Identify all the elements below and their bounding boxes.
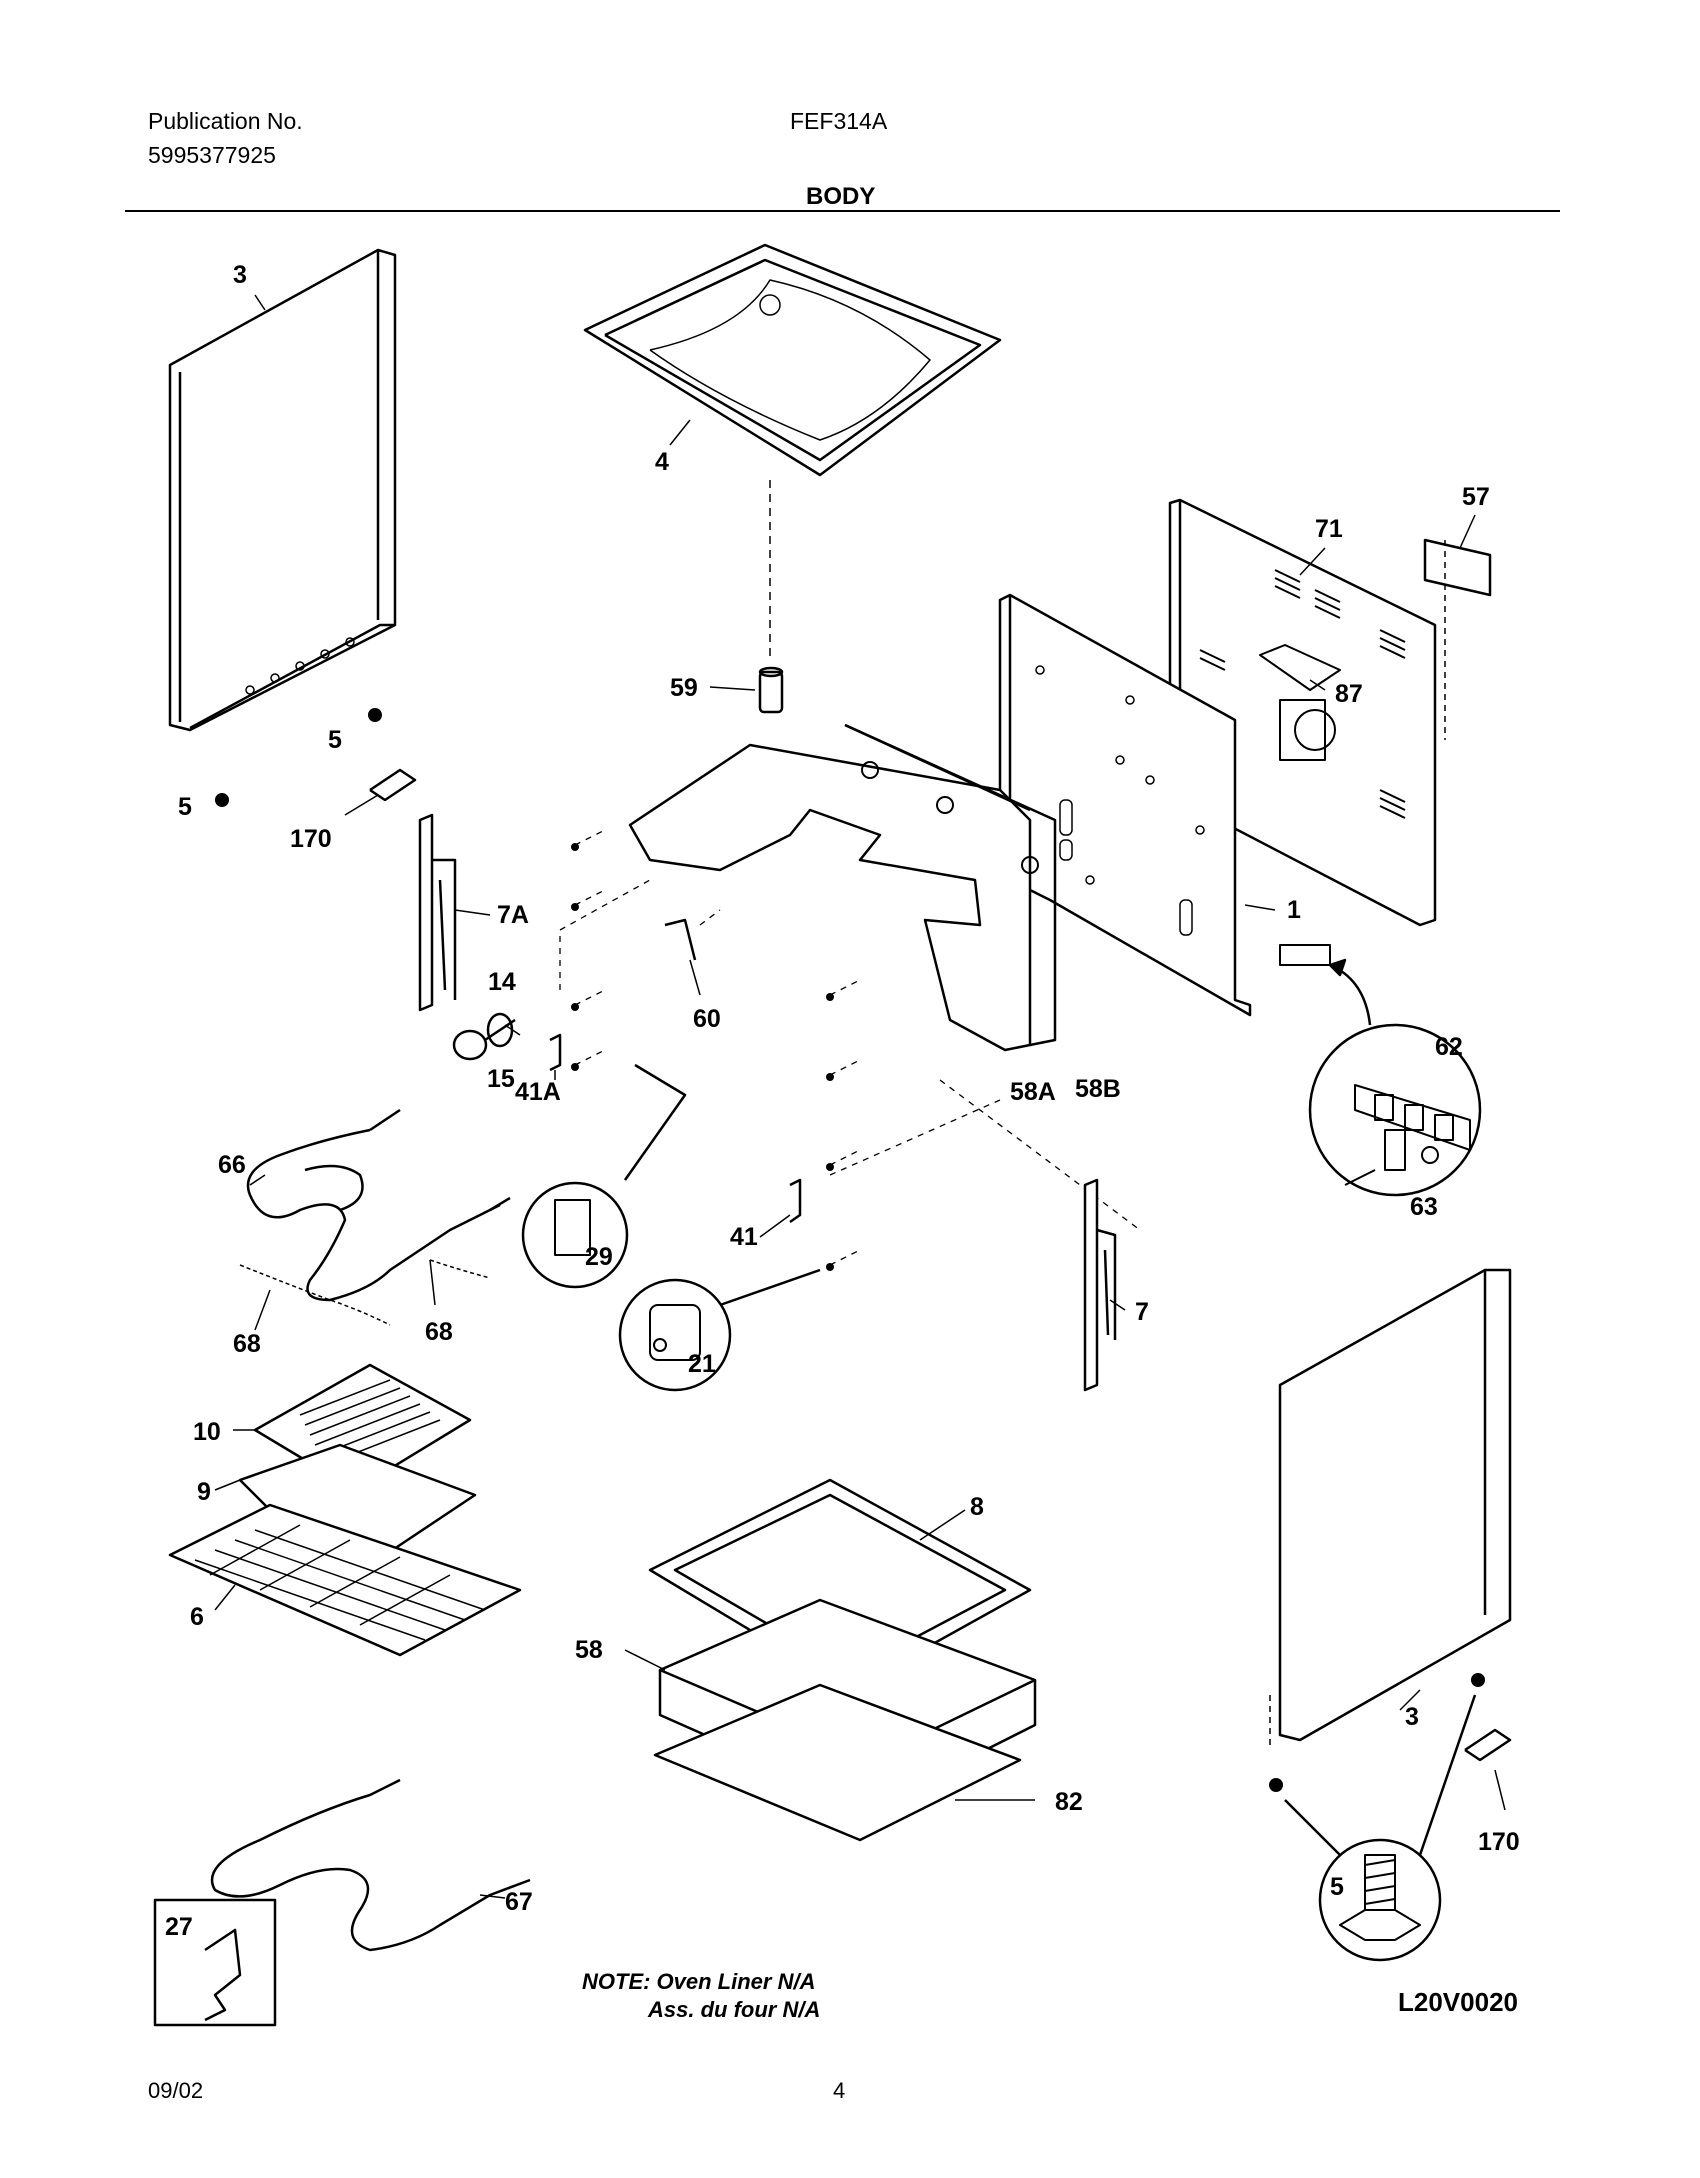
callout-7a: 7A bbox=[497, 901, 529, 929]
cooktop-top-panel bbox=[583, 243, 1002, 477]
terminal-block-small bbox=[1279, 944, 1331, 966]
callout-5-lower: 5 bbox=[178, 793, 192, 821]
callout-57: 57 bbox=[1462, 483, 1490, 511]
callout-27: 27 bbox=[165, 1913, 193, 1941]
insulation-blanket bbox=[628, 723, 1057, 1052]
callout-62: 62 bbox=[1435, 1033, 1463, 1061]
bracket-60 bbox=[664, 918, 697, 961]
header-rule bbox=[125, 210, 1560, 212]
callout-66: 66 bbox=[218, 1151, 246, 1179]
publication-label: Publication No. bbox=[148, 108, 303, 134]
label-plate bbox=[1423, 538, 1492, 597]
lamp-socket bbox=[452, 1012, 516, 1061]
publication-number: 5995377925 bbox=[148, 142, 276, 168]
callout-68-left: 68 bbox=[233, 1330, 261, 1358]
callout-67: 67 bbox=[505, 1888, 533, 1916]
page-number: 4 bbox=[833, 2078, 846, 2103]
callout-14: 14 bbox=[488, 968, 516, 996]
note-line-2: Ass. du four N/A bbox=[648, 1997, 821, 2022]
bottom-panel bbox=[653, 1683, 1022, 1842]
callout-1: 1 bbox=[1287, 896, 1301, 924]
back-panel bbox=[1168, 498, 1437, 927]
callout-29: 29 bbox=[585, 1243, 613, 1271]
clip-41a bbox=[549, 1033, 562, 1072]
callout-58a: 58A bbox=[1010, 1078, 1056, 1106]
callout-58b: 58B bbox=[1075, 1075, 1121, 1103]
diagram-code: L20V0020 bbox=[1398, 1987, 1518, 2017]
clip-170-left bbox=[369, 768, 417, 802]
callout-41a: 41A bbox=[515, 1078, 561, 1106]
callout-3-left: 3 bbox=[233, 261, 247, 289]
bake-element bbox=[210, 1778, 531, 1952]
callout-63: 63 bbox=[1410, 1193, 1438, 1221]
callout-7: 7 bbox=[1135, 1298, 1149, 1326]
callout-6: 6 bbox=[190, 1603, 204, 1631]
callout-82: 82 bbox=[1055, 1788, 1083, 1816]
note-line-1: NOTE: Oven Liner N/A bbox=[582, 1969, 816, 1994]
left-side-panel bbox=[168, 248, 397, 732]
section-title: BODY bbox=[806, 183, 876, 210]
callout-15: 15 bbox=[487, 1065, 515, 1093]
callout-60: 60 bbox=[693, 1005, 721, 1033]
callout-170-right: 170 bbox=[1478, 1828, 1520, 1856]
callout-21: 21 bbox=[688, 1350, 716, 1378]
callout-10: 10 bbox=[193, 1418, 221, 1446]
callout-41: 41 bbox=[730, 1223, 758, 1251]
clip-41 bbox=[789, 1178, 802, 1224]
callout-71: 71 bbox=[1315, 515, 1343, 543]
callout-68-right: 68 bbox=[425, 1318, 453, 1346]
hinge-7a bbox=[418, 813, 457, 1012]
broil-element bbox=[246, 1128, 501, 1302]
callout-5-detail: 5 bbox=[1330, 1873, 1344, 1901]
hinge-7 bbox=[1083, 1178, 1117, 1392]
callout-170-left: 170 bbox=[290, 825, 332, 853]
pin-part bbox=[758, 666, 784, 714]
callout-8: 8 bbox=[970, 1493, 984, 1521]
callout-5-upper: 5 bbox=[328, 726, 342, 754]
callout-59: 59 bbox=[670, 674, 698, 702]
footer-date: 09/02 bbox=[148, 2078, 204, 2103]
callout-4: 4 bbox=[655, 448, 669, 476]
right-side-panel bbox=[1269, 1268, 1512, 1745]
callout-9: 9 bbox=[197, 1478, 211, 1506]
callout-3-right: 3 bbox=[1405, 1703, 1419, 1731]
clip-170-right bbox=[1464, 1728, 1512, 1762]
callout-58: 58 bbox=[575, 1636, 603, 1664]
detail-box-27 bbox=[153, 1898, 277, 2027]
callout-87: 87 bbox=[1335, 680, 1363, 708]
oven-rack bbox=[168, 1503, 522, 1657]
model-number: FEF314A bbox=[790, 108, 888, 134]
